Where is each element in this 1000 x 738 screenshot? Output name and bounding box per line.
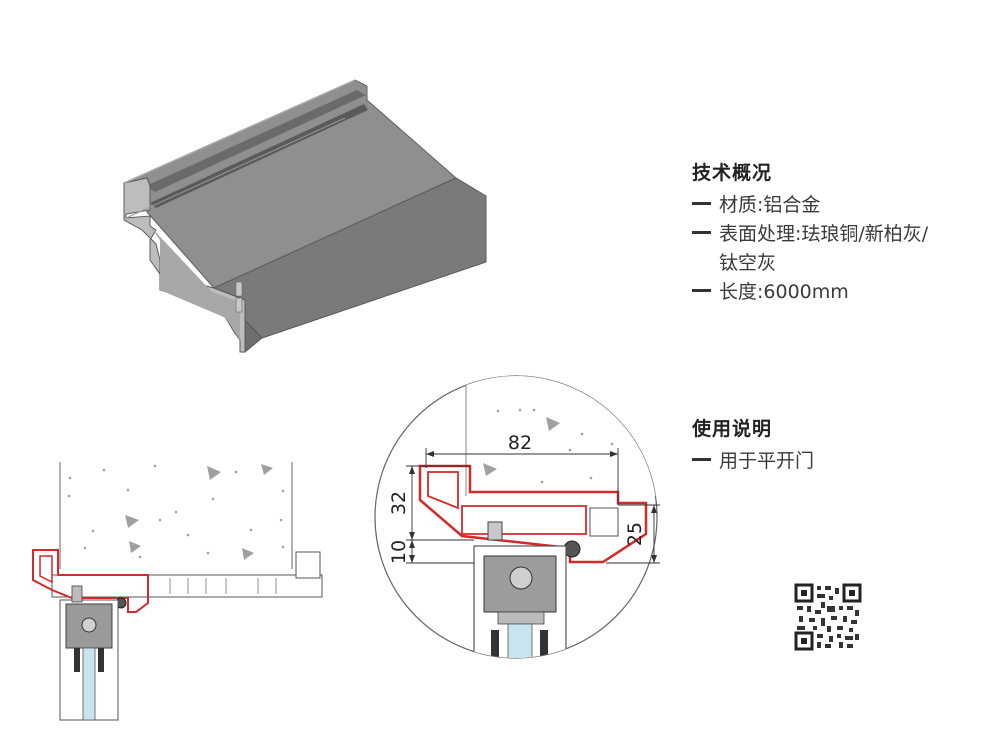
spec-item-length: 长度:6000mm bbox=[692, 278, 992, 307]
qr-code bbox=[794, 583, 862, 651]
installation-section-left bbox=[32, 462, 323, 721]
dash-bullet-icon bbox=[692, 458, 711, 461]
specs-panel: 技术概况 材质:铝合金 表面处理:珐琅铜/新柏灰/ 钛空灰 长度:6000mm bbox=[692, 158, 992, 307]
dimension-height-upper-label: 32 bbox=[388, 491, 410, 515]
dash-bullet-icon bbox=[692, 289, 711, 292]
usage-panel: 使用说明 用于平开门 bbox=[692, 414, 992, 476]
spec-item-material: 材质:铝合金 bbox=[692, 191, 992, 220]
detail-magnified-section: 82 32 10 25 bbox=[374, 375, 660, 659]
dash-bullet-icon bbox=[692, 202, 711, 205]
profile-3d-render bbox=[122, 79, 487, 354]
specs-heading: 技术概况 bbox=[692, 162, 773, 184]
usage-item: 用于平开门 bbox=[692, 447, 992, 476]
usage-heading: 使用说明 bbox=[692, 418, 773, 440]
spec-item-finish: 表面处理:珐琅铜/新柏灰/ bbox=[692, 220, 992, 249]
spec-item-finish-continued: 钛空灰 bbox=[719, 252, 777, 274]
dimension-height-right-label: 25 bbox=[624, 522, 646, 546]
concrete-aggregate-marks bbox=[67, 464, 285, 560]
dash-bullet-icon bbox=[692, 231, 711, 234]
dimension-width-label: 82 bbox=[508, 432, 532, 454]
dimension-height-lower-label: 10 bbox=[388, 540, 410, 564]
